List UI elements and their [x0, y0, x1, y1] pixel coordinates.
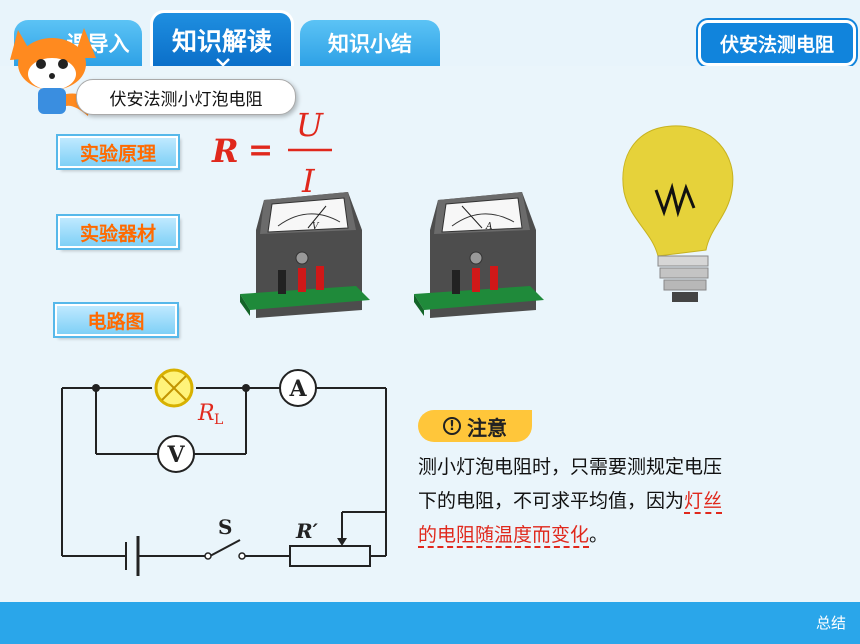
svg-text:=: = — [248, 133, 273, 168]
note-tag: ! 注意 — [418, 410, 532, 442]
principle-label-button[interactable]: 实验原理 — [58, 136, 178, 168]
svg-text:V: V — [166, 442, 185, 468]
svg-text:S: S — [218, 515, 232, 539]
circuit-diagram: R L A V S R′ — [61, 368, 387, 576]
voltmeter-device: V — [240, 192, 370, 318]
svg-text:L: L — [214, 412, 223, 428]
svg-text:R′: R′ — [295, 519, 319, 543]
note-line-1: 测小灯泡电阻时，只需要测规定电压 — [418, 456, 723, 478]
footer-bar: 总结 — [0, 602, 860, 644]
svg-text:I: I — [301, 162, 316, 196]
svg-text:A: A — [485, 222, 493, 232]
chevron-down-icon — [216, 58, 230, 66]
svg-text:U: U — [296, 106, 324, 144]
ohm-formula: R = U I — [211, 106, 332, 196]
note-line-3: 的电阻随温度而变化。 — [418, 524, 609, 548]
note-text: 测小灯泡电阻时，只需要测规定电压 下的电阻，不可求平均值，因为灯丝 的电阻随温度… — [418, 450, 798, 552]
lesson-title-badge: 伏安法测电阻 — [698, 20, 856, 66]
fox-mascot-icon — [10, 28, 96, 116]
equipment-label-button[interactable]: 实验器材 — [58, 216, 178, 248]
svg-text:R: R — [211, 132, 239, 170]
circuit-label-button[interactable]: 电路图 — [55, 304, 177, 336]
section-title: 伏安法测小灯泡电阻 — [76, 79, 296, 115]
svg-text:R: R — [197, 401, 215, 426]
summary-button[interactable]: 总结 — [815, 614, 846, 632]
note-line-2: 下的电阻，不可求平均值，因为灯丝 — [418, 490, 723, 514]
ammeter-device: A — [414, 192, 544, 318]
tab-summary[interactable]: 知识小结 — [300, 20, 440, 66]
svg-text:V: V — [312, 222, 320, 232]
exclamation-icon: ! — [443, 417, 461, 435]
light-bulb-icon — [622, 125, 734, 302]
svg-text:A: A — [288, 376, 307, 402]
top-tab-bar: 课导入 知识解读 知识小结 伏安法测电阻 — [0, 0, 860, 66]
tab-knowledge[interactable]: 知识解读 — [150, 10, 294, 66]
